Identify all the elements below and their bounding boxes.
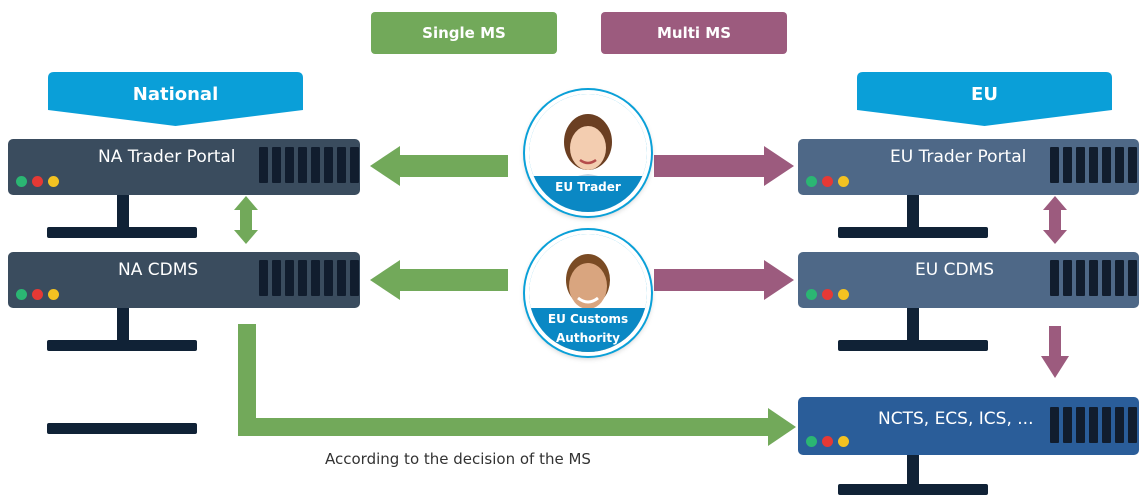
legend-single-ms-label: Single MS	[422, 24, 506, 42]
na-cdms-stand-base	[47, 340, 197, 351]
eu-trader-portal-server: EU Trader Portal	[798, 139, 1139, 195]
national-banner-shape	[48, 72, 303, 126]
ncts-stand-base	[838, 484, 988, 495]
customs-to-na-cdms-arrow	[370, 260, 508, 300]
eu-customs-label-line1: EU Customs	[547, 312, 629, 326]
customs-to-eu-cdms-arrow	[654, 260, 794, 300]
eu-banner: EU	[857, 72, 1112, 126]
status-leds	[16, 289, 59, 300]
eu-banner-shape	[857, 72, 1112, 126]
status-leds	[16, 176, 59, 187]
legend-single-ms: Single MS	[371, 12, 557, 54]
decision-note: According to the decision of the MS	[325, 450, 591, 468]
na-cdms-label: NA CDMS	[118, 260, 199, 280]
server-slots	[259, 260, 359, 296]
na-trader-portal-base	[47, 227, 197, 238]
eu-cdms-to-ncts-arrow	[1041, 326, 1069, 378]
ncts-ecs-ics-label: NCTS, ECS, ICS, ...	[878, 409, 1034, 429]
trader-to-eu-portal-arrow	[654, 146, 794, 186]
na-trader-portal-label: NA Trader Portal	[98, 147, 236, 167]
na-cdms-server: NA CDMS	[8, 252, 360, 308]
status-leds	[806, 436, 849, 447]
eu-cdms-stand-pole	[907, 308, 919, 341]
eu-trader-portal-stand-base	[838, 227, 988, 238]
eu-banner-label: EU	[971, 84, 998, 105]
eu-customs-authority-label: EU Customs Authority	[529, 308, 647, 352]
server-slots	[259, 147, 359, 183]
ncts-stand-pole	[907, 455, 919, 485]
trader-to-na-portal-arrow	[370, 146, 508, 186]
na-cdms-to-ncts-arrow	[238, 324, 796, 446]
eu-trader-label: EU Trader	[529, 176, 647, 212]
legend-multi-ms-label: Multi MS	[656, 24, 731, 42]
na-cdms-stand-pole	[117, 308, 129, 341]
status-leds	[806, 176, 849, 187]
eu-trader-avatar: EU Trader	[525, 90, 651, 216]
eu-trader-portal-label: EU Trader Portal	[890, 147, 1027, 167]
ncts-ecs-ics-server: NCTS, ECS, ICS, ...	[798, 397, 1139, 455]
status-leds	[806, 289, 849, 300]
eu-portal-cdms-double-arrow	[1043, 196, 1067, 244]
eu-cdms-stand-base	[838, 340, 988, 351]
eu-cdms-server: EU CDMS	[798, 252, 1139, 308]
eu-cdms-label: EU CDMS	[915, 260, 995, 280]
na-trader-portal-server: NA Trader Portal	[8, 139, 360, 195]
legend-multi-ms: Multi MS	[601, 12, 787, 54]
na-portal-cdms-double-arrow	[234, 196, 258, 244]
national-banner: National	[48, 72, 303, 126]
server-slots	[1050, 407, 1137, 443]
eu-trader-portal-stand-pole	[907, 195, 919, 228]
national-banner-label: National	[132, 84, 219, 105]
eu-customs-authority-avatar: EU Customs Authority	[525, 230, 651, 356]
server-slots	[1050, 260, 1137, 296]
server-slots	[1050, 147, 1137, 183]
eu-customs-label-line2: Authority	[556, 331, 620, 345]
